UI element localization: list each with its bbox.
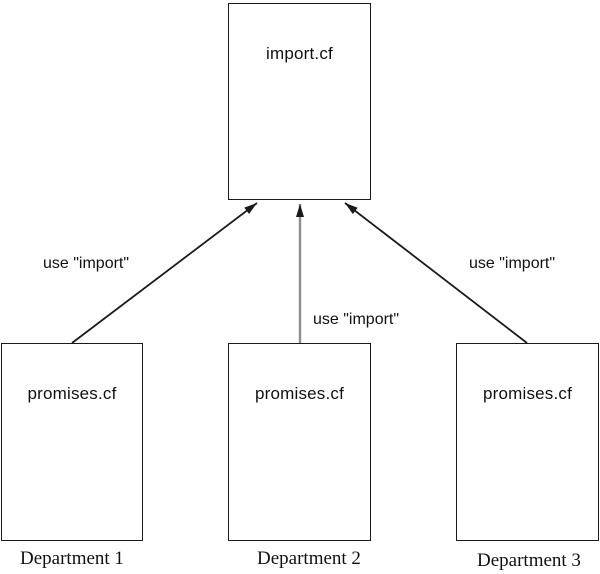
promises-cf-label-dept2: promises.cf (254, 384, 345, 403)
edge-label-use-import-left: use "import" (43, 255, 130, 272)
caption-department-1: Department 1 (20, 548, 124, 569)
import-cf-box: import.cf (228, 3, 371, 200)
import-cf-label: import.cf (266, 44, 333, 63)
promises-cf-label-dept1: promises.cf (27, 384, 117, 403)
promises-cf-box-dept2: promises.cf (228, 343, 371, 541)
promises-cf-box-dept1: promises.cf (1, 343, 143, 541)
edge-label-use-import-right: use "import" (469, 255, 556, 272)
promises-cf-label-dept3: promises.cf (482, 384, 573, 403)
arrow-dept1-to-import (71, 202, 258, 344)
edge-label-use-import-middle: use "import" (313, 311, 400, 328)
caption-department-3: Department 3 (477, 550, 581, 571)
caption-department-2: Department 2 (257, 548, 361, 569)
promises-cf-box-dept3: promises.cf (456, 343, 599, 541)
